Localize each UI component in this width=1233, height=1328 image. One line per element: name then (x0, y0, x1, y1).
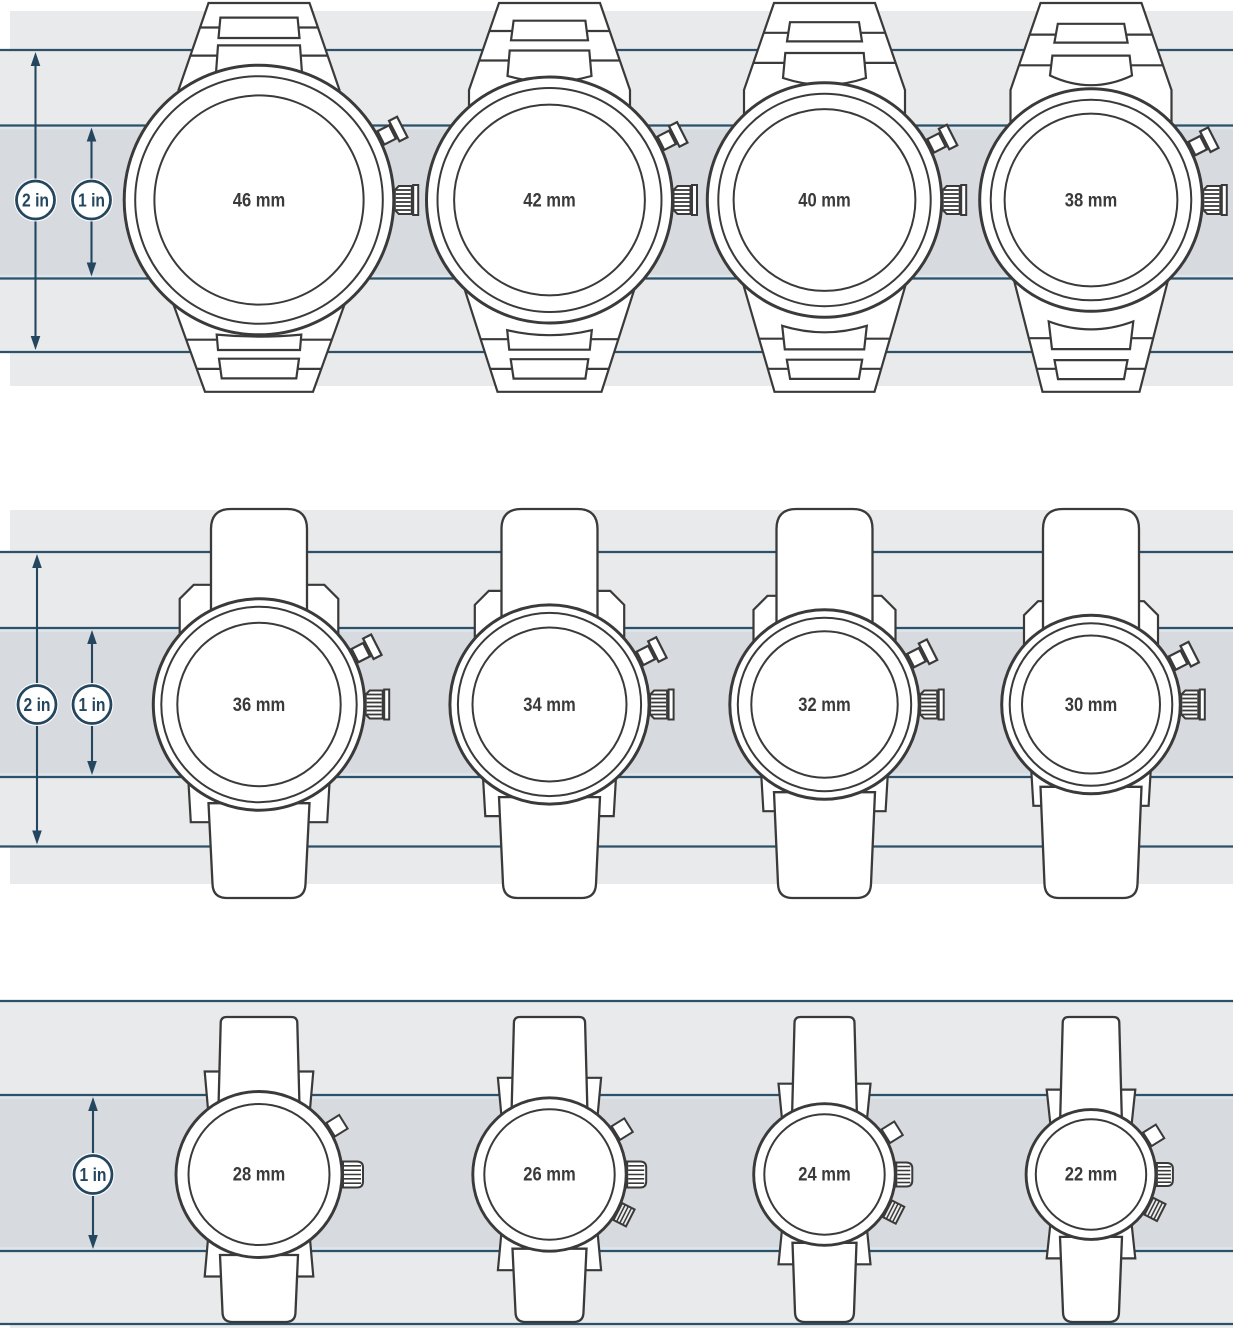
svg-text:2 in: 2 in (24, 695, 51, 715)
svg-text:22 mm: 22 mm (1065, 1165, 1118, 1186)
svg-text:36 mm: 36 mm (233, 694, 286, 716)
svg-text:24 mm: 24 mm (798, 1165, 851, 1186)
svg-text:42 mm: 42 mm (523, 190, 576, 212)
svg-text:1 in: 1 in (80, 1165, 107, 1185)
svg-text:34 mm: 34 mm (523, 694, 576, 716)
svg-text:1 in: 1 in (78, 191, 105, 211)
svg-text:28 mm: 28 mm (233, 1165, 286, 1186)
svg-text:30 mm: 30 mm (1065, 694, 1118, 716)
svg-text:32 mm: 32 mm (798, 694, 851, 716)
svg-text:26 mm: 26 mm (523, 1165, 576, 1186)
svg-text:40 mm: 40 mm (798, 190, 851, 212)
svg-text:1 in: 1 in (79, 695, 106, 715)
svg-text:2 in: 2 in (22, 191, 49, 211)
svg-text:46 mm: 46 mm (233, 190, 286, 212)
svg-text:38 mm: 38 mm (1065, 190, 1118, 212)
